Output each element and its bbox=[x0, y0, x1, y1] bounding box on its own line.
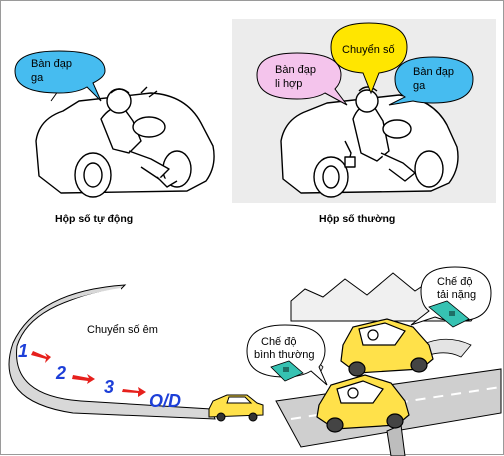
arrow-2-to-3 bbox=[72, 374, 95, 384]
smooth-shift-label: Chuyển số êm bbox=[87, 324, 158, 336]
bubble-clutch-line1: Bàn đạp bbox=[275, 64, 316, 76]
bubble-clutch-line2: li hợp bbox=[275, 78, 302, 90]
bubble-gas-automatic-line2: ga bbox=[31, 72, 44, 84]
gear-1: 1 bbox=[18, 341, 28, 361]
bubble-clutch-pedal: Bàn đạp li hợp bbox=[256, 52, 348, 106]
caption-automatic: Hộp số tự động bbox=[55, 213, 133, 225]
bubble-gas-automatic-line1: Bàn đạp bbox=[31, 58, 72, 70]
gear-sequence: 1 2 3 O/D bbox=[18, 341, 181, 411]
bubble-normal-line1: Chế độ bbox=[261, 336, 296, 348]
bubble-power-mode: Chế độ tải nặng bbox=[410, 266, 492, 328]
bubble-normal-mode: Chế độ bình thường bbox=[246, 324, 328, 386]
normal-mode-switch-icon bbox=[270, 360, 304, 382]
bubble-gas-manual-line2: ga bbox=[413, 80, 426, 92]
bubble-gas-pedal-automatic: Bàn đạp ga bbox=[14, 50, 106, 102]
gear-2: 2 bbox=[55, 363, 66, 383]
bubble-normal-line2: bình thường bbox=[254, 349, 314, 361]
bubble-gear-shift: Chuyển số bbox=[330, 22, 408, 95]
power-mode-switch-icon bbox=[428, 300, 470, 328]
smooth-shift-road bbox=[8, 284, 216, 420]
bubble-gas-manual-line1: Bàn đạp bbox=[413, 66, 454, 78]
bubble-gas-pedal-manual: Bàn đạp ga bbox=[388, 56, 474, 106]
small-yellow-car bbox=[208, 394, 264, 422]
automatic-car-illustration bbox=[35, 82, 215, 198]
lower-yellow-car bbox=[316, 374, 410, 433]
gear-3: 3 bbox=[104, 377, 114, 397]
bubble-shift-label: Chuyển số bbox=[342, 44, 395, 56]
manual-car-illustration bbox=[280, 86, 459, 198]
gear-od: O/D bbox=[149, 391, 181, 411]
arrow-3-to-od bbox=[122, 387, 146, 397]
bubble-power-line1: Chế độ bbox=[437, 276, 472, 288]
bubble-power-line2: tải nặng bbox=[437, 289, 476, 301]
caption-manual: Hộp số thường bbox=[319, 213, 395, 225]
arrow-1-to-2 bbox=[31, 351, 51, 363]
upper-yellow-car bbox=[340, 318, 434, 377]
